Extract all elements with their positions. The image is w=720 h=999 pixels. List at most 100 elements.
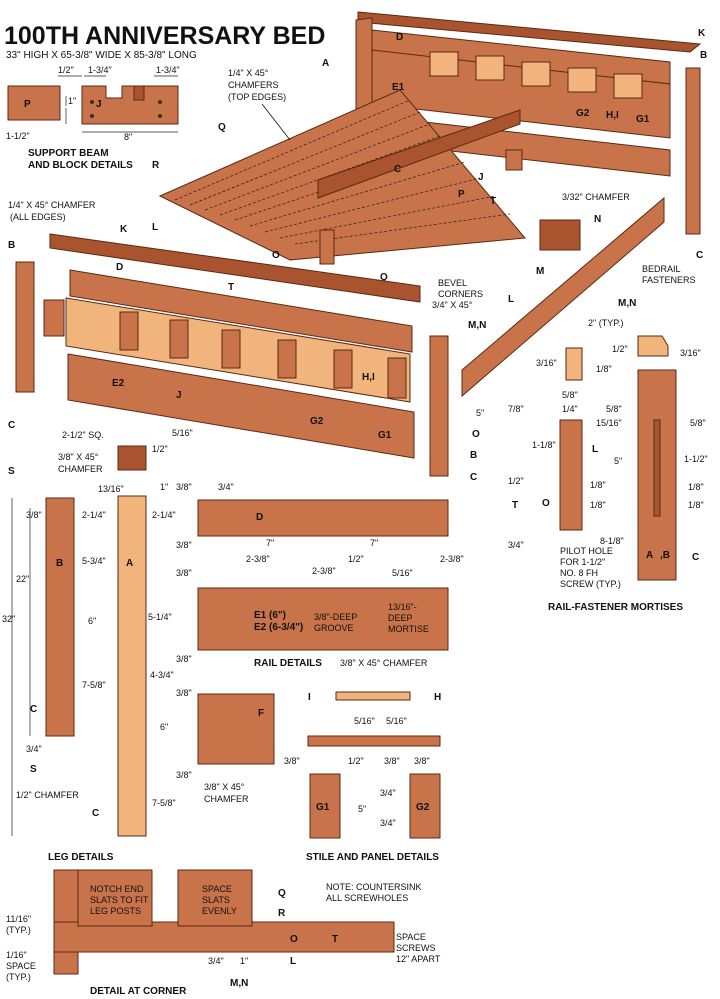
svg-text:G2: G2 [576, 108, 590, 119]
svg-text:32": 32" [2, 614, 15, 624]
svg-text:3/8": 3/8" [26, 510, 42, 520]
svg-text:O: O [272, 250, 280, 261]
part-j-beam [81, 85, 179, 125]
stile-panel-details: I H 5/16" 5/16" 3/8" 1/2" 3/8" 3/8" G1 G… [284, 691, 441, 863]
svg-text:,B: ,B [660, 550, 670, 561]
svg-text:B: B [470, 450, 477, 461]
svg-text:5/8": 5/8" [690, 418, 706, 428]
svg-text:D: D [116, 262, 123, 273]
svg-text:5/16": 5/16" [386, 716, 407, 726]
svg-text:A: A [646, 550, 653, 561]
svg-text:J: J [176, 390, 182, 401]
svg-text:22": 22" [16, 574, 29, 584]
part-e2-panel [67, 353, 415, 459]
svg-text:C: C [394, 164, 401, 175]
svg-text:PILOT HOLE: PILOT HOLE [560, 546, 613, 556]
part-k-foot-top [49, 233, 421, 303]
svg-text:7-5/8": 7-5/8" [82, 680, 106, 690]
rail-e [197, 587, 449, 651]
section-title-stile: STILE AND PANEL DETAILS [306, 852, 439, 863]
section-title-corner: DETAIL AT CORNER [90, 986, 187, 997]
svg-text:MORTISE: MORTISE [388, 624, 429, 634]
svg-text:5": 5" [476, 408, 484, 418]
part-o-cleat [317, 109, 521, 199]
svg-text:J: J [478, 172, 484, 183]
svg-text:3/4": 3/4" [380, 818, 396, 828]
svg-text:3/32" CHAMFER: 3/32" CHAMFER [562, 192, 630, 202]
dim-1: 1" [68, 96, 76, 106]
svg-text:L: L [508, 294, 514, 305]
fastener-rail-l [559, 419, 583, 531]
svg-text:NO. 8 FH: NO. 8 FH [560, 568, 598, 578]
svg-text:7/8": 7/8" [508, 404, 524, 414]
label-p: P [24, 99, 31, 110]
dim-half: 1/2" [58, 65, 74, 75]
svg-text:P: P [458, 189, 465, 200]
part-b-leg [15, 261, 35, 393]
svg-text:T: T [228, 282, 234, 293]
svg-text:6": 6" [88, 616, 96, 626]
svg-text:G2: G2 [310, 416, 324, 427]
svg-text:2-3/8": 2-3/8" [312, 566, 336, 576]
svg-text:ALL SCREWHOLES: ALL SCREWHOLES [326, 893, 408, 903]
svg-text:G1: G1 [378, 430, 392, 441]
svg-text:3/8" X 45°: 3/8" X 45° [204, 782, 245, 792]
svg-text:FOR 1-1/2": FOR 1-1/2" [560, 557, 605, 567]
svg-text:1/4" X 45°: 1/4" X 45° [228, 68, 269, 78]
svg-text:F: F [258, 708, 264, 719]
svg-text:1/8": 1/8" [688, 500, 704, 510]
svg-text:NOTE: COUNTERSINK: NOTE: COUNTERSINK [326, 882, 422, 892]
rail-f [197, 693, 275, 765]
svg-text:3/16": 3/16" [536, 358, 557, 368]
section-title-fastener: RAIL-FASTENER MORTISES [548, 602, 683, 613]
svg-text:O: O [542, 498, 550, 509]
svg-text:5/16": 5/16" [354, 716, 375, 726]
svg-text:C: C [92, 808, 99, 819]
part-c-leg-right [685, 67, 701, 235]
svg-text:K: K [698, 28, 706, 39]
svg-text:E2 (6-3/4"): E2 (6-3/4") [254, 622, 303, 633]
svg-text:G2: G2 [416, 802, 430, 813]
section-title-rail: RAIL DETAILS [254, 658, 322, 669]
svg-text:EVENLY: EVENLY [202, 906, 237, 916]
side-rail: L M,N M,N O M N 3/32" CHAMFER BEDRAIL FA… [461, 192, 696, 440]
svg-text:3/8": 3/8" [176, 654, 192, 664]
svg-text:SCREWS: SCREWS [396, 943, 436, 953]
svg-text:SPACE: SPACE [202, 884, 232, 894]
svg-text:5/16": 5/16" [392, 568, 413, 578]
svg-text:3/8": 3/8" [176, 568, 192, 578]
svg-text:1/8": 1/8" [590, 500, 606, 510]
svg-text:3/8" X 45°: 3/8" X 45° [58, 452, 99, 462]
svg-text:3/8"-DEEP: 3/8"-DEEP [314, 612, 357, 622]
svg-text:1/16": 1/16" [6, 950, 27, 960]
svg-text:E1: E1 [392, 82, 405, 93]
svg-text:SLATS TO FIT: SLATS TO FIT [90, 895, 149, 905]
svg-text:C: C [8, 420, 15, 431]
svg-text:T: T [332, 934, 338, 945]
svg-text:11/16": 11/16" [6, 914, 31, 924]
svg-text:CHAMFERS: CHAMFERS [228, 80, 279, 90]
svg-text:H,I: H,I [606, 110, 619, 121]
stile-g1 [309, 773, 341, 839]
svg-text:H: H [434, 692, 441, 703]
svg-text:15/16": 15/16" [596, 418, 622, 428]
svg-text:R: R [278, 908, 286, 919]
svg-text:1": 1" [160, 482, 168, 492]
svg-text:NOTCH END: NOTCH END [90, 884, 144, 894]
part-p-block [7, 85, 61, 121]
dim-1-1-2: 1-1/2" [6, 131, 30, 141]
svg-text:2" (TYP.): 2" (TYP.) [588, 318, 624, 328]
svg-text:4-3/4": 4-3/4" [150, 670, 174, 680]
svg-text:(ALL EDGES): (ALL EDGES) [10, 212, 66, 222]
svg-text:M,N: M,N [230, 978, 248, 989]
svg-text:M,N: M,N [618, 298, 636, 309]
svg-text:5": 5" [358, 804, 366, 814]
svg-text:7-5/8": 7-5/8" [152, 798, 176, 808]
svg-text:2-1/2" SQ.: 2-1/2" SQ. [62, 430, 104, 440]
svg-text:E2: E2 [112, 378, 125, 389]
svg-text:O: O [472, 429, 480, 440]
svg-text:S: S [30, 764, 37, 775]
page-subtitle: 33" HIGH X 65-3/8" WIDE X 85-3/8" LONG [6, 50, 197, 61]
svg-text:3/4" X 45°: 3/4" X 45° [432, 300, 473, 310]
